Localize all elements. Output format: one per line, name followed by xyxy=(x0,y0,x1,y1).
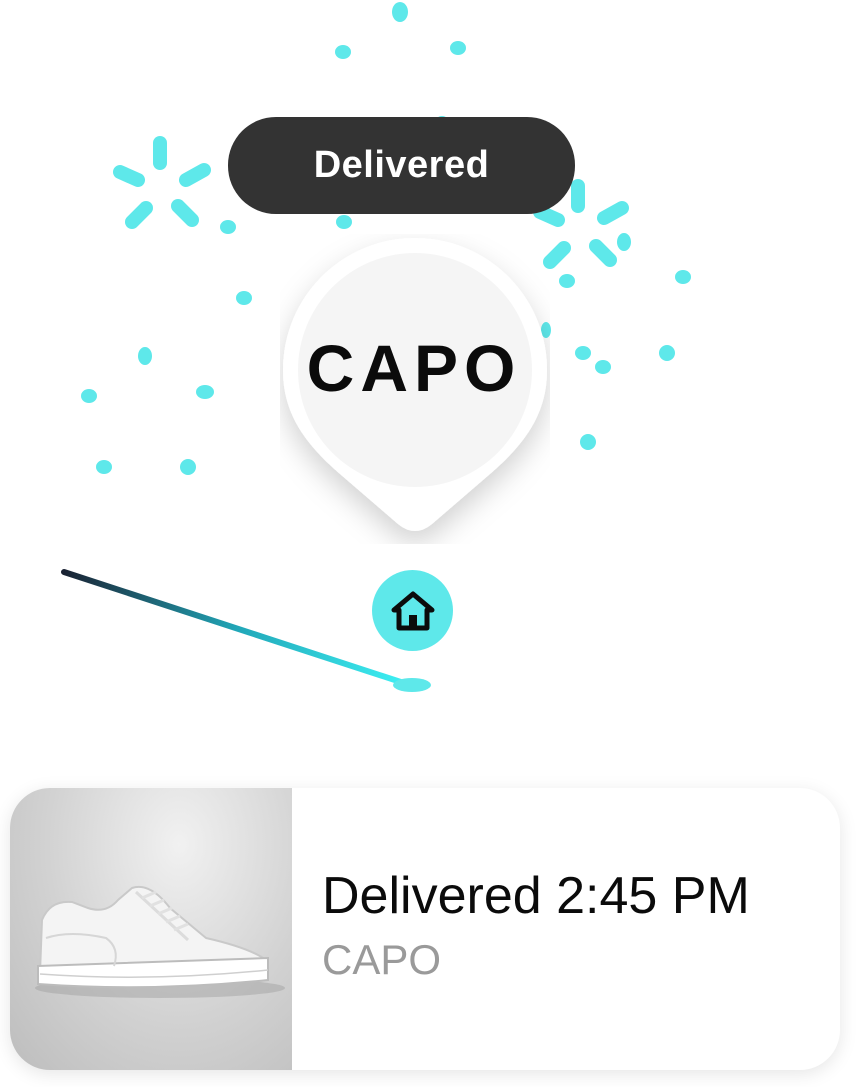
route-end-dot xyxy=(393,678,431,692)
product-image xyxy=(10,788,292,1070)
delivery-route-line xyxy=(61,569,431,692)
home-icon xyxy=(391,591,434,630)
status-label: Delivered xyxy=(313,144,490,186)
delivery-summary-card[interactable]: Delivered 2:45 PM CAPO xyxy=(10,788,840,1070)
home-marker[interactable] xyxy=(372,570,453,651)
delivery-status-pill: Delivered xyxy=(228,117,575,214)
brand-pin-label: CAPO xyxy=(306,331,522,405)
merchant-name: CAPO xyxy=(322,936,442,983)
delivery-time-title: Delivered 2:45 PM xyxy=(322,867,750,925)
brand-map-pin[interactable] xyxy=(280,234,550,549)
confetti-decoration xyxy=(81,2,691,475)
